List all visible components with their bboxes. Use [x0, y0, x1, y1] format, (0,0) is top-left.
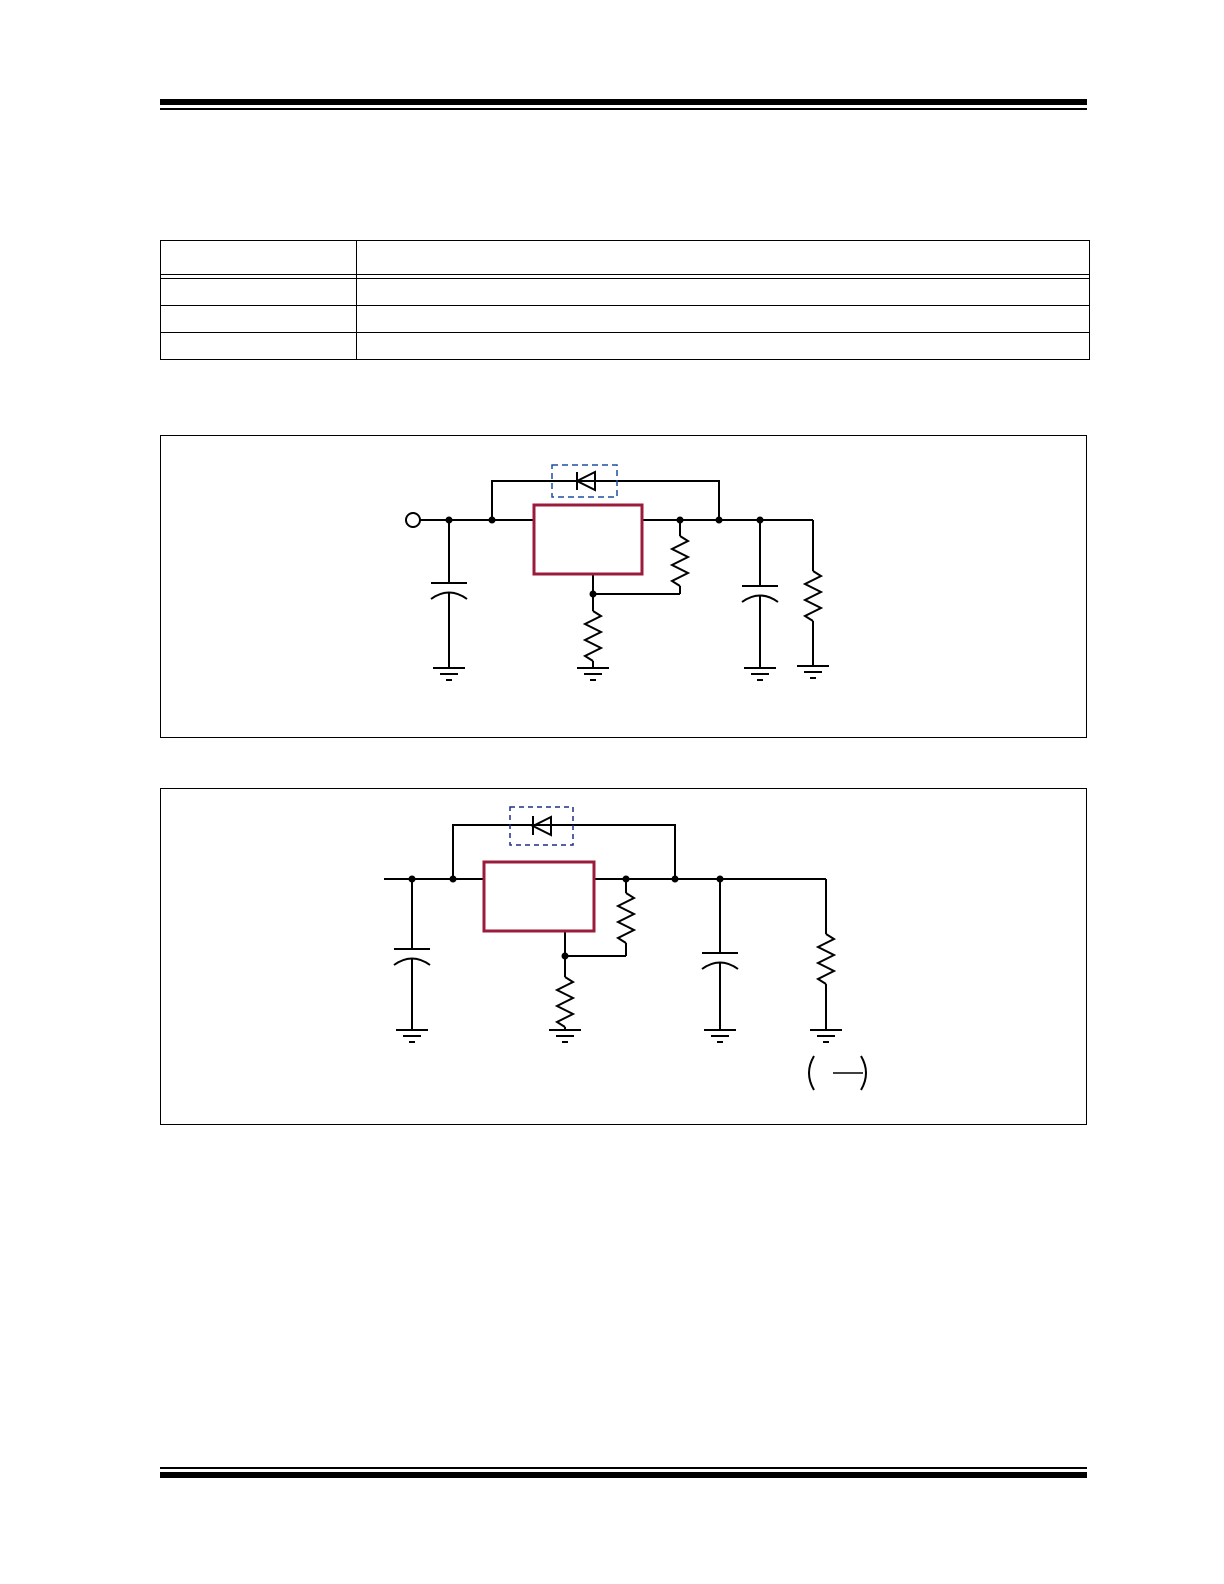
- input-terminal-icon: [405, 512, 421, 528]
- header-rule-thick: [160, 99, 1087, 105]
- regulator-block: [482, 860, 596, 933]
- formula-paren-right: [860, 1055, 867, 1091]
- figure-2-schematic: [384, 806, 867, 1091]
- footer-rule-thin: [160, 1467, 1087, 1469]
- diode-icon: [574, 470, 596, 492]
- formula-paren-left: [808, 1055, 815, 1091]
- diode-protection-box: [551, 464, 618, 498]
- regulator-block: [532, 503, 644, 576]
- diode-icon: [530, 815, 552, 837]
- footer-rule-thick: [160, 1472, 1087, 1478]
- figure-1-schematic: [405, 464, 829, 681]
- figure-2-frame: [160, 788, 1087, 1125]
- header-rule-thin: [160, 108, 1087, 110]
- figure-1-frame: [160, 435, 1087, 738]
- diode-protection-box: [509, 806, 574, 846]
- parameter-table: [160, 240, 1090, 360]
- table-grid: [160, 240, 1090, 360]
